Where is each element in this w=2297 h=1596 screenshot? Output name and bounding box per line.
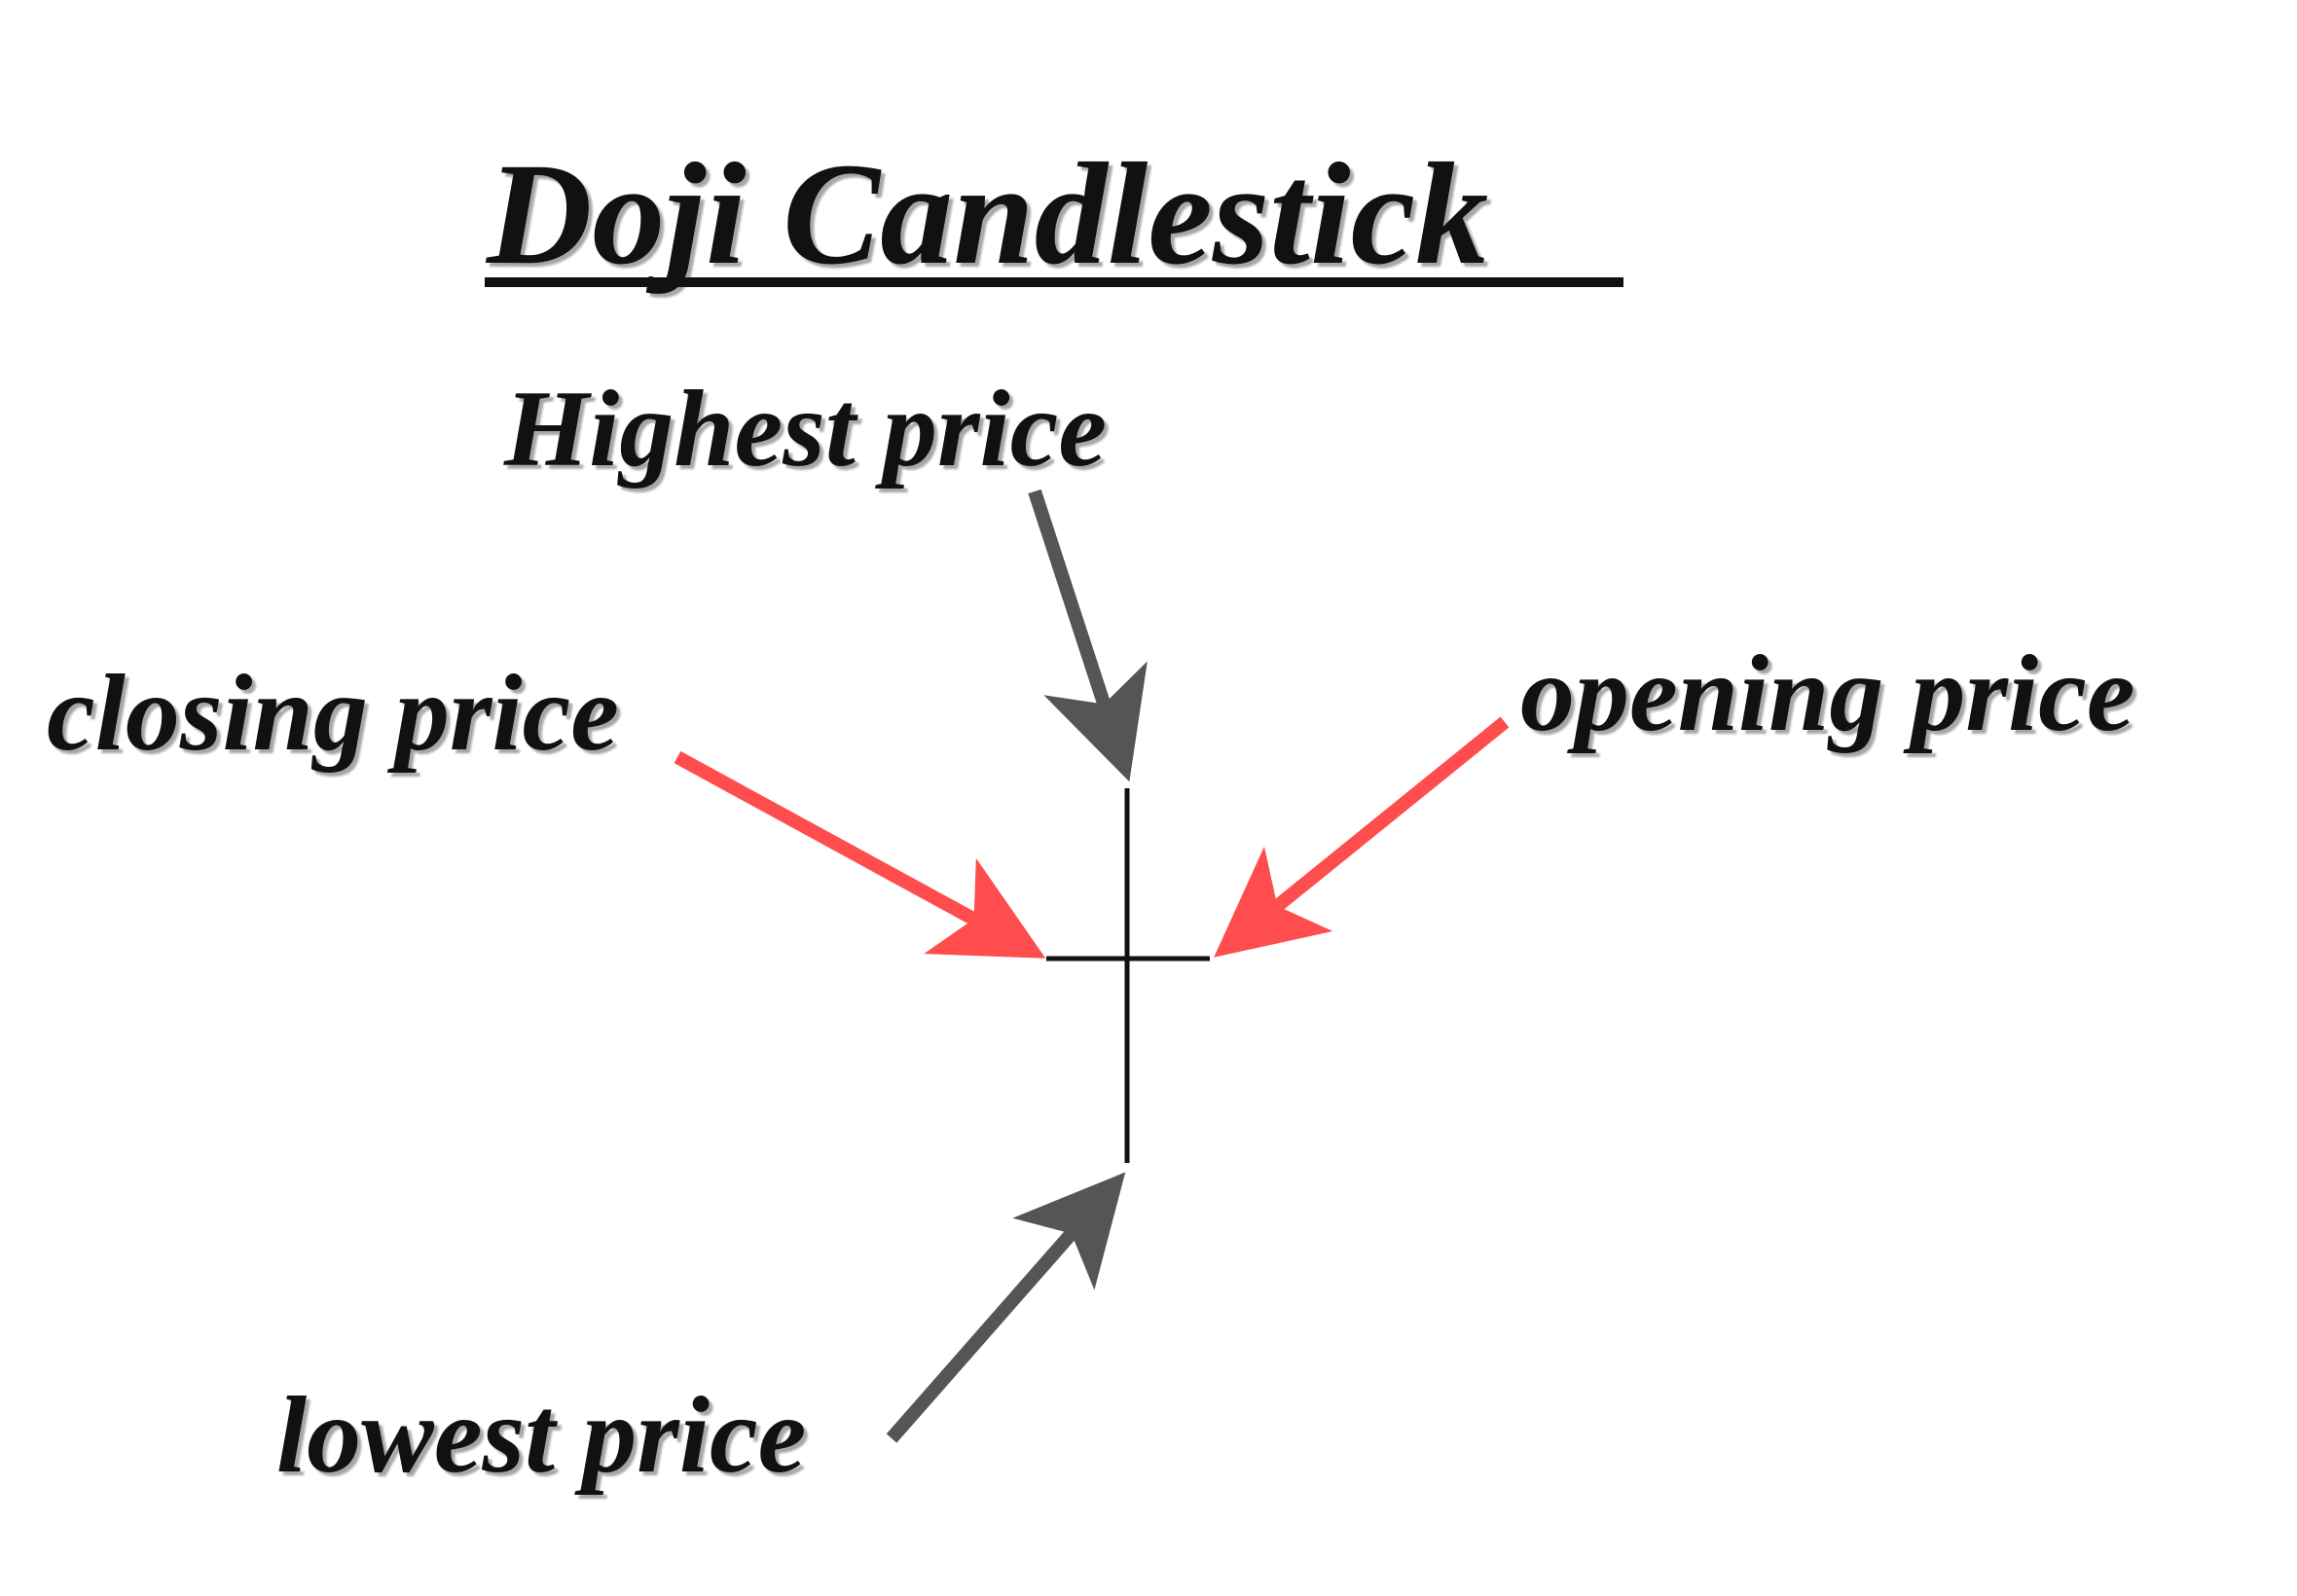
lowest-price-arrow — [886, 1172, 1126, 1443]
opening-price-label: opening price — [1520, 634, 2135, 754]
doji-candle — [1046, 788, 1210, 1163]
highest-price-arrow — [1028, 489, 1148, 782]
closing-price-arrow — [674, 750, 1046, 959]
highest-price-label: Highest price — [503, 369, 1107, 490]
opening-price-arrow — [1214, 716, 1510, 958]
closing-price-label: closing price — [47, 653, 619, 774]
diagram-title: Doji Candlestick — [485, 133, 1488, 295]
lowest-price-label: lowest price — [276, 1375, 806, 1496]
